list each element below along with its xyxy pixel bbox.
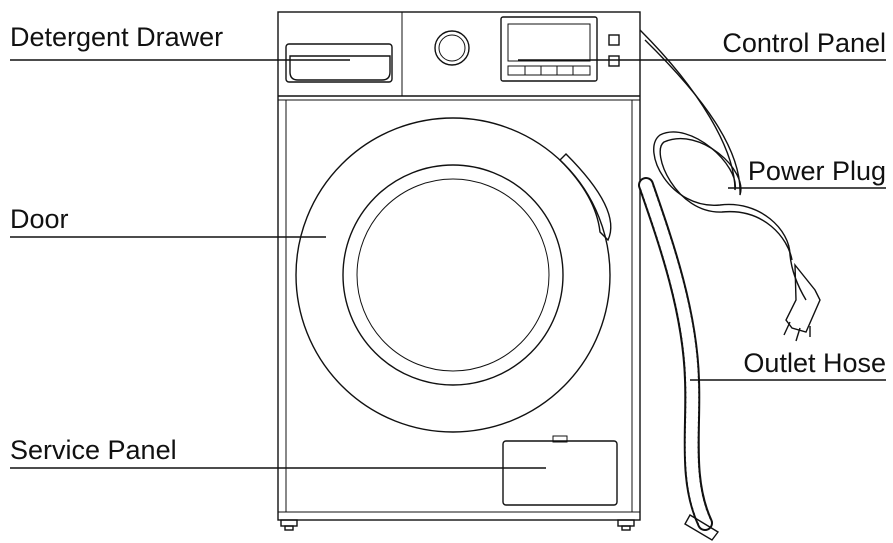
door-outer-ring: [295, 117, 611, 433]
display-frame: [500, 16, 598, 82]
label-control-panel: Control Panel: [722, 28, 886, 58]
feet: [280, 519, 635, 531]
washing-machine: [277, 11, 641, 521]
door: [295, 117, 612, 433]
start-button: [608, 34, 620, 46]
power-cord-second: [644, 39, 793, 261]
foot-right: [617, 519, 635, 527]
plug-pin-1: [783, 321, 791, 336]
power-plug: [639, 29, 821, 342]
door-handle: [559, 153, 612, 242]
knob-outer: [434, 30, 470, 66]
display-buttons-row: [507, 65, 591, 76]
label-detergent-drawer: Detergent Drawer: [10, 22, 223, 52]
cabinet-outline: [277, 11, 641, 521]
display-screen: [507, 23, 591, 62]
label-power-plug: Power Plug: [748, 156, 886, 186]
label-outlet-hose: Outlet Hose: [743, 348, 886, 378]
label-door: Door: [10, 204, 69, 234]
foot-right-base: [621, 525, 631, 531]
service-panel-frame: [502, 440, 618, 506]
plug-body: [785, 262, 821, 333]
door-mid-ring: [342, 164, 564, 386]
foot-left-base: [284, 525, 294, 531]
drawer-handle: [289, 55, 391, 81]
door-glass: [356, 178, 550, 372]
service-panel-latch: [552, 435, 568, 443]
detergent-drawer: [285, 43, 393, 83]
control-display: [500, 16, 620, 82]
foot-left: [280, 519, 298, 527]
front-panel-inset: [285, 99, 633, 513]
plug-pin-2: [795, 327, 801, 342]
service-panel: [502, 435, 618, 506]
drawer-frame: [285, 43, 393, 83]
hose-end: [684, 514, 720, 541]
outlet-hose: [638, 177, 720, 541]
program-knob: [434, 30, 470, 66]
knob-inner: [438, 34, 466, 62]
label-service-panel: Service Panel: [10, 435, 177, 465]
pause-button: [608, 55, 620, 67]
